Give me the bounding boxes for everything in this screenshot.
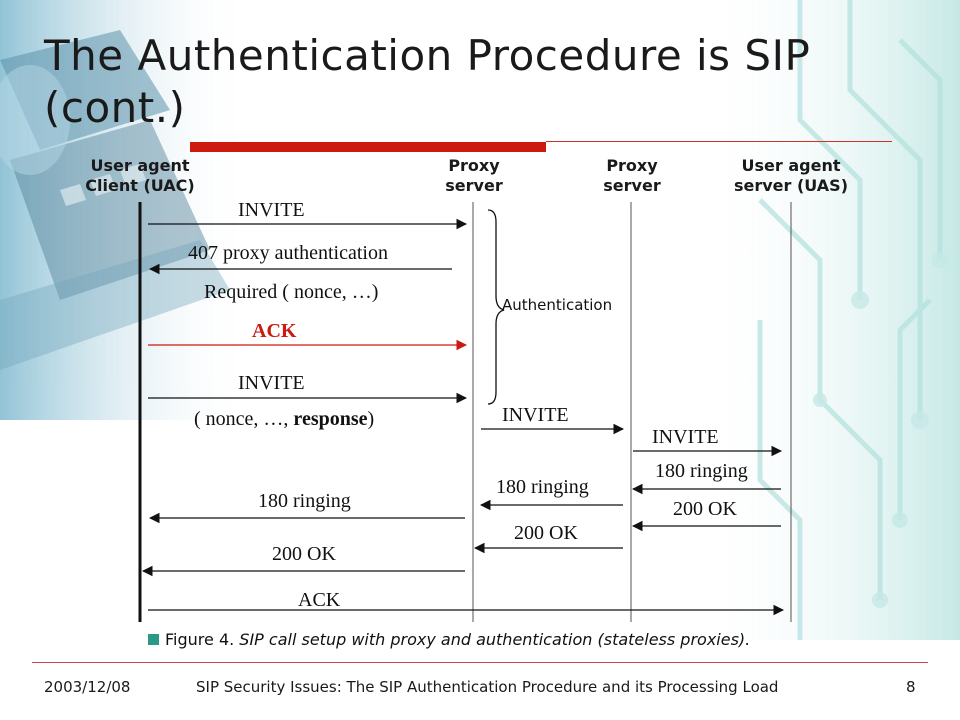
label-invite-2-params: ( nonce, …, response) [194,408,374,430]
label-invite-3: INVITE [502,404,569,426]
participant-proxy2-header: Proxy server [580,156,684,196]
title-underline-rule [546,141,892,142]
label-ringing-uac: 180 ringing [258,490,351,512]
caption-square-icon [148,634,159,645]
caption-text: SIP call setup with proxy and authentica… [239,630,751,649]
participant-proxy2-line2: server [603,176,661,195]
figure-caption: Figure 4. SIP call setup with proxy and … [148,630,750,649]
label-invite-2-params-pre: ( nonce, …, [194,408,294,430]
label-invite-4: INVITE [652,426,719,448]
participant-proxy2-line1: Proxy [606,156,658,175]
title-underline-accent [190,142,546,152]
label-ack-2: ACK [298,589,341,611]
label-ringing-proxy: 180 ringing [496,476,589,498]
laptop-image [0,0,250,420]
label-invite-2-params-post: ) [367,408,375,430]
participant-proxy1-header: Proxy server [422,156,526,196]
participant-uac-line1: User agent [90,156,190,175]
label-ok-uas: 200 OK [673,498,737,520]
footer-subject: SIP Security Issues: The SIP Authenticat… [196,678,779,696]
label-407-line2: Required ( nonce, …) [204,281,379,303]
participant-proxy1-line1: Proxy [448,156,500,175]
authentication-brace [487,209,505,405]
label-invite-2-params-bold: response [293,408,368,430]
participant-proxy1-line2: server [445,176,503,195]
label-ack-1: ACK [252,320,297,342]
label-407-line1: 407 proxy authentication [188,242,388,264]
circuit-image [700,0,960,640]
label-invite-2: INVITE [238,372,305,394]
participant-uac-header: User agent Client (UAC) [62,156,218,196]
label-ok-uac: 200 OK [272,543,336,565]
label-ringing-uas: 180 ringing [655,460,748,482]
authentication-label: Authentication [502,296,613,314]
participant-uas-line2: server (UAS) [733,176,849,195]
footer-page-number: 8 [906,678,916,696]
participant-uac-line2: Client (UAC) [85,176,195,195]
footer-date: 2003/12/08 [44,678,131,696]
slide-title: The Authentication Procedure is SIP (con… [44,31,811,132]
participant-uas-header: User agent server (UAS) [716,156,866,196]
label-invite-1: INVITE [238,199,305,221]
caption-figure-number: Figure 4. [165,630,235,649]
footer-rule [32,662,928,663]
label-ok-proxy: 200 OK [514,522,578,544]
participant-uas-line1: User agent [741,156,841,175]
